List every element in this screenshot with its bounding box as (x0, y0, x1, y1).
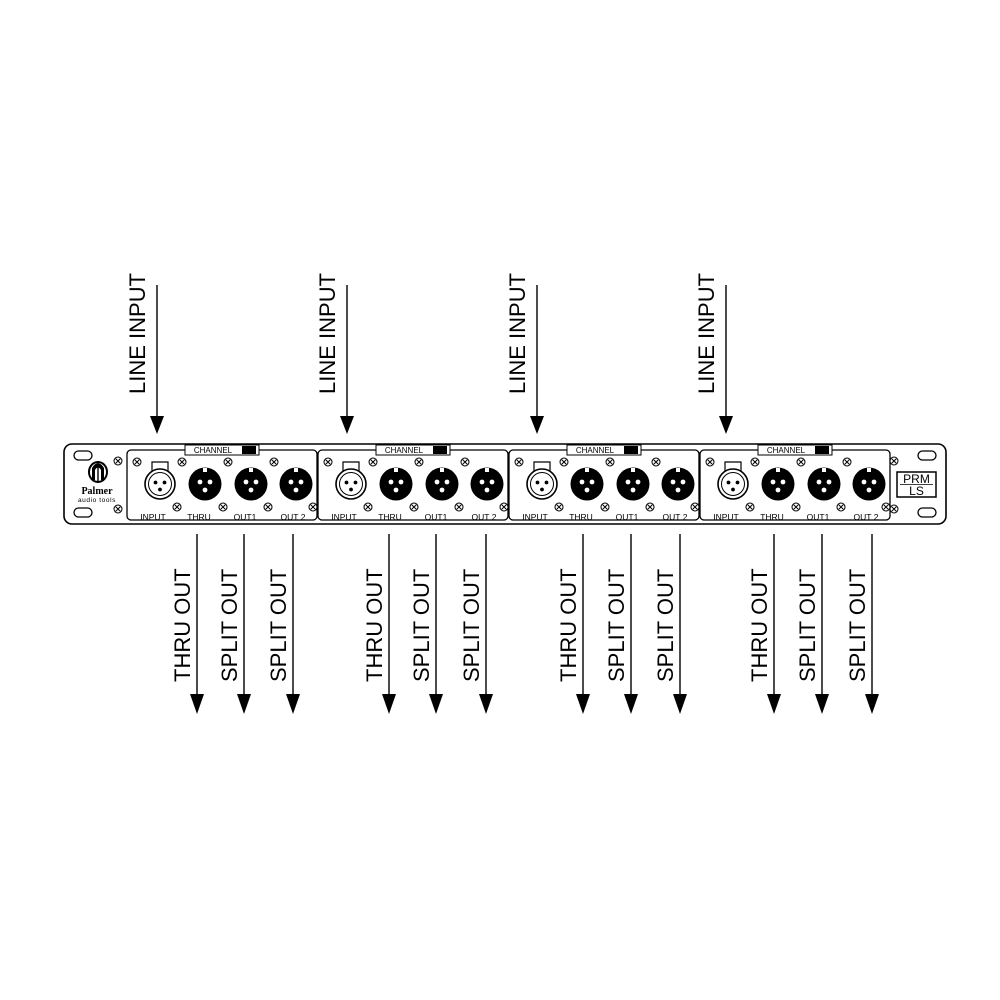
jack-label-out1: OUT1 (425, 512, 448, 522)
jack-label-thru: THRU (760, 512, 784, 522)
output-arrows-channel-1: THRU OUT SPLIT OUT SPLIT OUT (170, 534, 300, 714)
line-input-label: LINE INPUT (694, 273, 719, 394)
xlr-out2-jack[interactable] (470, 467, 504, 501)
model-line-1: PRM (903, 472, 930, 486)
split-out-label: SPLIT OUT (459, 569, 484, 682)
brand-subtitle: audio tools (78, 497, 116, 504)
rack-slot-left-top (73, 450, 93, 461)
rack-slot-right-bottom (917, 507, 937, 518)
xlr-out2-jack[interactable] (279, 467, 313, 501)
line-input-label: LINE INPUT (315, 273, 340, 394)
thru-out-label: THRU OUT (170, 568, 195, 682)
line-input-arrow-1: LINE INPUT (125, 273, 164, 434)
xlr-thru-jack[interactable] (570, 467, 604, 501)
model-line-2: LS (909, 484, 924, 498)
jack-label-out1: OUT1 (616, 512, 639, 522)
jack-label-out2: OUT 2 (281, 512, 306, 522)
thru-out-label: THRU OUT (362, 568, 387, 682)
jack-label-out2: OUT 2 (854, 512, 879, 522)
split-out-label: SPLIT OUT (795, 569, 820, 682)
thru-out-label: THRU OUT (747, 568, 772, 682)
split-out-label: SPLIT OUT (604, 569, 629, 682)
jack-label-thru: THRU (378, 512, 402, 522)
line-input-arrow-3: LINE INPUT (505, 273, 544, 434)
xlr-input-jack[interactable] (526, 461, 558, 500)
line-input-label: LINE INPUT (505, 273, 530, 394)
jack-label-out1: OUT1 (234, 512, 257, 522)
model-badge: PRM LS (896, 471, 937, 498)
split-out-label: SPLIT OUT (845, 569, 870, 682)
line-input-arrow-4: LINE INPUT (694, 273, 733, 434)
split-out-label: SPLIT OUT (217, 569, 242, 682)
channel-module-4: CHANNEL INPUT THRU OUT1 OUT 2 (699, 444, 891, 522)
xlr-thru-jack[interactable] (379, 467, 413, 501)
brand-name: Palmer (81, 486, 113, 497)
line-input-label: LINE INPUT (125, 273, 150, 394)
xlr-out2-jack[interactable] (852, 467, 886, 501)
xlr-input-jack[interactable] (335, 461, 367, 500)
channel-module-3: CHANNEL INPUT THRU OUT1 OUT 2 (508, 444, 700, 522)
jack-label-input: INPUT (713, 512, 739, 522)
channel-label: CHANNEL (194, 446, 233, 455)
xlr-input-jack[interactable] (717, 461, 749, 500)
jack-label-out1: OUT1 (807, 512, 830, 522)
output-arrows-channel-4: THRU OUT SPLIT OUT SPLIT OUT (747, 534, 879, 714)
channel-label: CHANNEL (385, 446, 424, 455)
rack-slot-left-bottom (73, 507, 93, 518)
split-out-label: SPLIT OUT (409, 569, 434, 682)
split-out-label: SPLIT OUT (266, 569, 291, 682)
output-arrows-channel-3: THRU OUT SPLIT OUT SPLIT OUT (556, 534, 687, 714)
jack-label-input: INPUT (140, 512, 166, 522)
xlr-out2-jack[interactable] (661, 467, 695, 501)
jack-label-out2: OUT 2 (663, 512, 688, 522)
jack-label-thru: THRU (569, 512, 593, 522)
xlr-out1-jack[interactable] (807, 467, 841, 501)
rack-slot-right-top (917, 450, 937, 461)
jack-label-input: INPUT (522, 512, 548, 522)
split-out-label: SPLIT OUT (653, 569, 678, 682)
palmer-logo: Palmer audio tools (78, 461, 116, 504)
channel-module-2: CHANNEL INPUT THRU OUT1 OUT 2 (317, 444, 509, 522)
thru-out-label: THRU OUT (556, 568, 581, 682)
output-arrows-channel-2: THRU OUT SPLIT OUT SPLIT OUT (362, 534, 493, 714)
xlr-input-jack[interactable] (144, 461, 176, 500)
xlr-out1-jack[interactable] (425, 467, 459, 501)
xlr-out1-jack[interactable] (616, 467, 650, 501)
jack-label-out2: OUT 2 (472, 512, 497, 522)
line-input-arrow-2: LINE INPUT (315, 273, 354, 434)
xlr-out1-jack[interactable] (234, 467, 268, 501)
jack-label-input: INPUT (331, 512, 357, 522)
jack-label-thru: THRU (187, 512, 211, 522)
xlr-thru-jack[interactable] (188, 467, 222, 501)
channel-label: CHANNEL (767, 446, 806, 455)
channel-module-1: CHANNEL INPUT THRU OUT1 OUT 2 (126, 444, 318, 522)
xlr-thru-jack[interactable] (761, 467, 795, 501)
channel-label: CHANNEL (576, 446, 615, 455)
